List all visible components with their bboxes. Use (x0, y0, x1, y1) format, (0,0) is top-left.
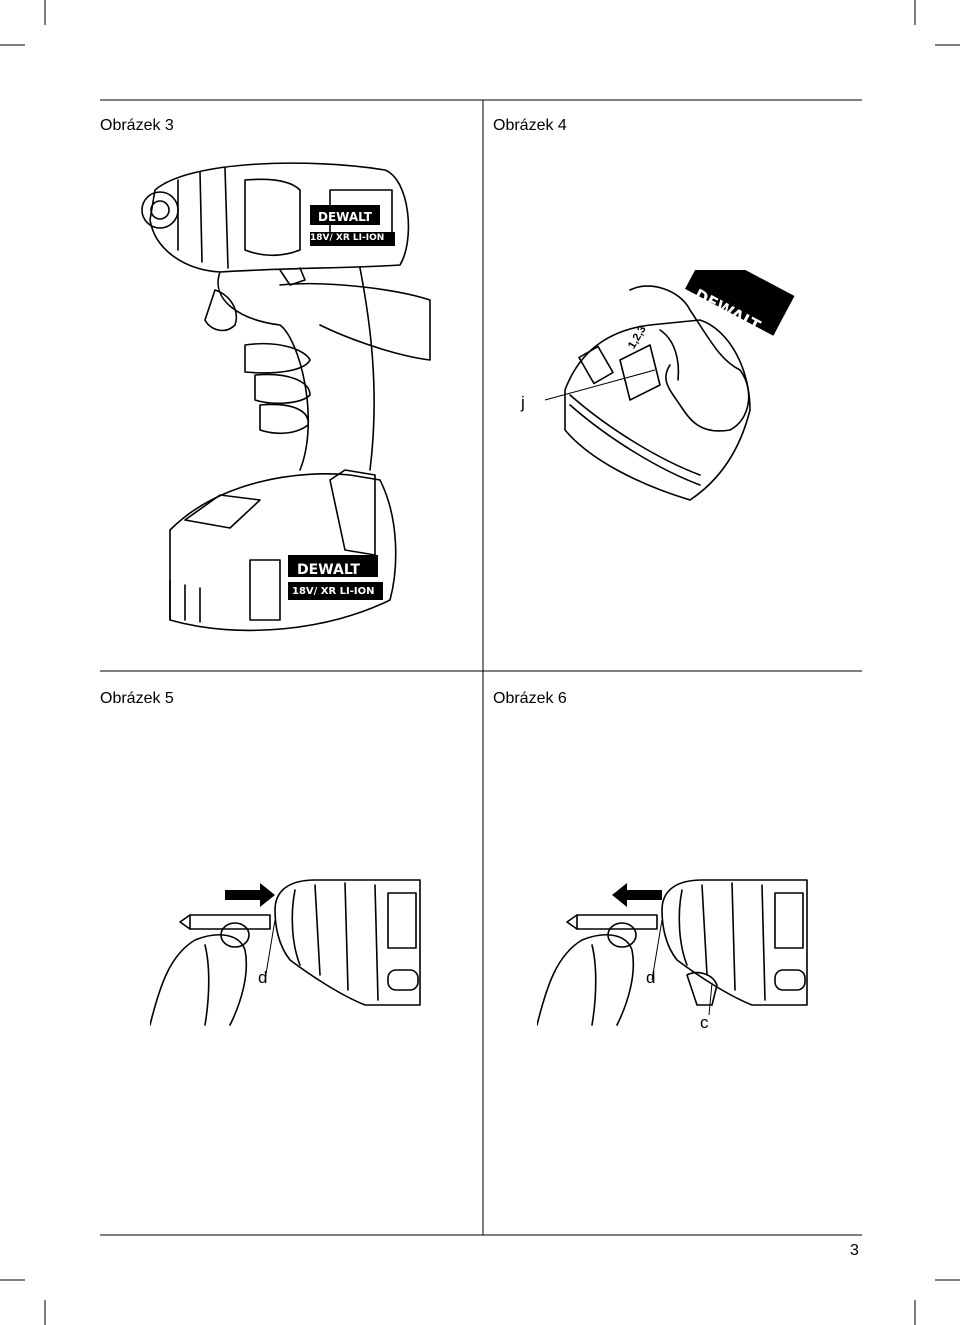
chuck-and-body (264, 879, 421, 1006)
page-number: 3 (850, 1242, 859, 1259)
figure-4-illustration (564, 270, 795, 501)
drill-badge-text: 18V/ XR LI-ION (310, 233, 385, 243)
callout-j: j (521, 393, 525, 412)
figure-6-illustration (537, 879, 808, 1026)
battery-badge-text: 18V/ XR LI-ION (292, 586, 375, 597)
battery-pack (169, 469, 397, 632)
pull-arrow-icon (612, 883, 662, 907)
figure-5-illustration (150, 879, 421, 1026)
hand-closeup (629, 285, 750, 432)
figure-5-title: Obrázek 5 (100, 690, 174, 707)
drill-logo-text: DEWALT (318, 210, 372, 224)
chuck-and-body-fig6 (651, 879, 808, 1016)
battery-logo-text: DEWALT (297, 562, 360, 578)
callout-d-fig5: d (258, 968, 268, 987)
leader-line-j (544, 369, 656, 401)
bit-and-hand (150, 914, 271, 1026)
battery-closeup (564, 319, 751, 501)
figure-3-illustration (141, 162, 431, 632)
figure-3-title: Obrázek 3 (100, 117, 174, 134)
drill-body (204, 267, 431, 471)
bit-and-hand-fig6 (537, 914, 658, 1026)
drill-head (141, 162, 410, 286)
grid-lines (100, 99, 862, 1236)
callout-c-fig6: c (700, 1013, 709, 1032)
push-arrow-icon (225, 883, 275, 907)
figure-4-title: Obrázek 4 (493, 117, 567, 134)
figure-6-title: Obrázek 6 (493, 690, 567, 707)
callout-d-fig6: d (646, 968, 656, 987)
